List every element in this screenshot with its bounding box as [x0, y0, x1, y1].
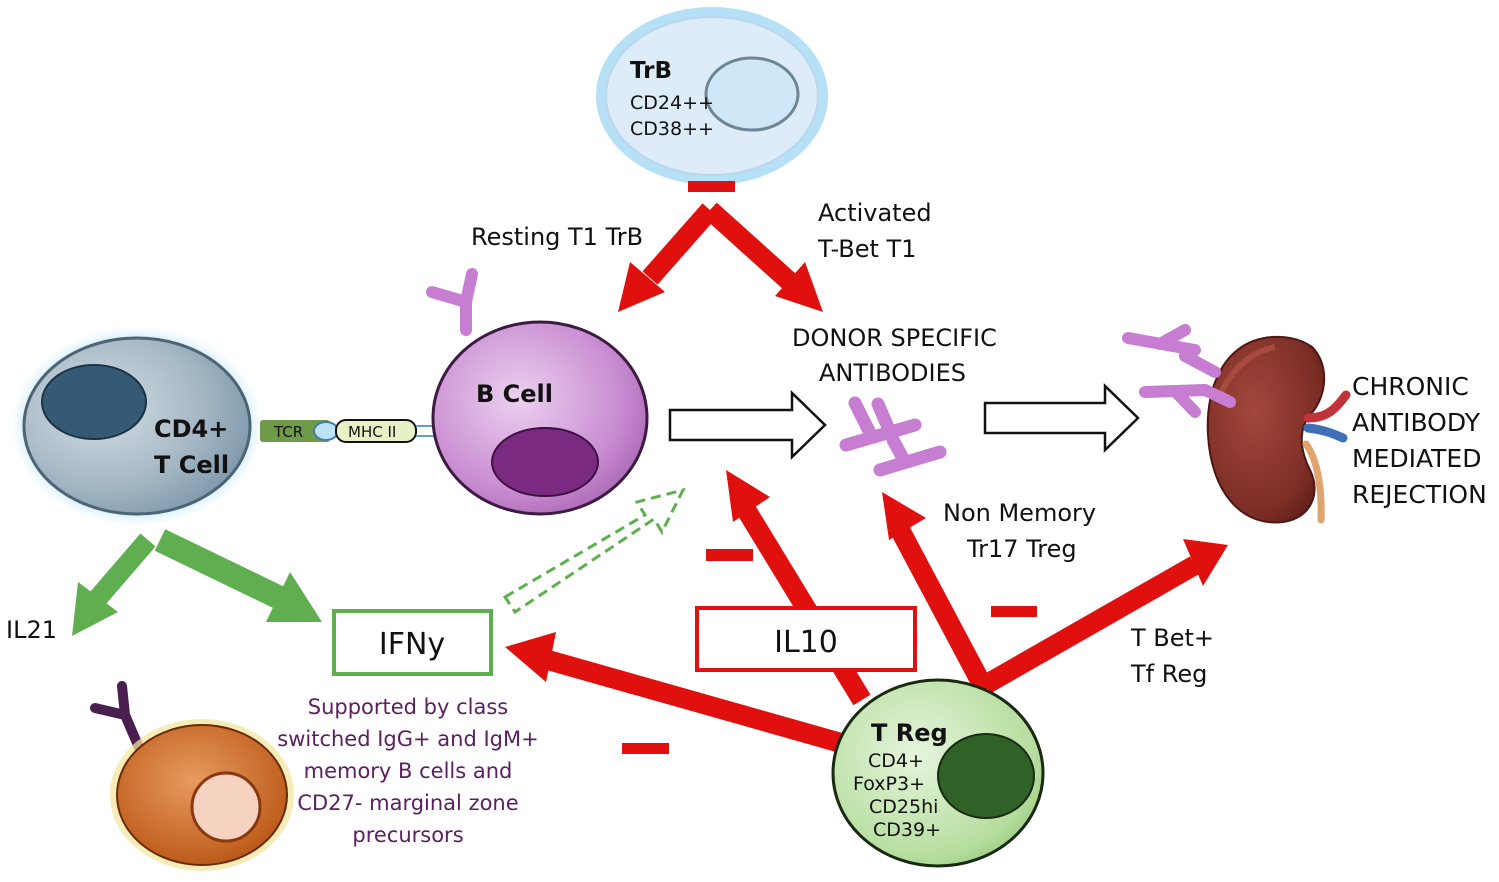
tcell-label-cd4: CD4+: [154, 415, 228, 443]
trb-inhibition-mark: [688, 181, 735, 192]
label-activated: Activated: [818, 199, 932, 227]
il10-label: IL10: [774, 625, 838, 660]
arrow-to-dsa-nonmemory: [882, 492, 926, 540]
rejection-line2: ANTIBODY: [1352, 408, 1481, 437]
rejection-line4: REJECTION: [1352, 480, 1487, 509]
trb-cell: TrB CD24++ CD38++: [596, 7, 828, 185]
trb-nucleus: [704, 56, 800, 132]
tcr-mhc-synapse: TCR MHC II: [260, 419, 436, 443]
label-dsa-line1: DONOR SPECIFIC: [792, 324, 997, 352]
support-text: Supported by class switched IgG+ and IgM…: [277, 695, 538, 847]
dsa-to-kidney-arrow: [983, 383, 1140, 453]
label-tbet: T Bet+: [1130, 624, 1214, 652]
tcell-label-tcell: T Cell: [154, 451, 229, 479]
arrow-to-ifny: [266, 572, 322, 622]
rejection-line1: CHRONIC: [1352, 372, 1469, 401]
tcr-label: TCR: [273, 423, 303, 441]
treg-title: T Reg: [871, 719, 948, 747]
bcell-label: B Cell: [476, 380, 553, 408]
il10-box: [695, 606, 917, 672]
inhibition-mark-il10: [706, 549, 753, 561]
dsa-antibodies-icon: [839, 396, 947, 477]
inhibition-mark-nonmemory: [991, 606, 1037, 617]
arrow-to-ifny-from-treg: [505, 632, 556, 682]
memory-b-antibody-icon: [90, 681, 145, 755]
rejection-label: CHRONIC ANTIBODY MEDIATED REJECTION: [1352, 372, 1487, 509]
bcell-nucleus: [491, 427, 599, 497]
label-resting-t1-trb: Resting T1 TrB: [471, 223, 643, 251]
arrow-to-dsa-from-treg: [726, 470, 770, 522]
ifny-label: IFNy: [379, 627, 445, 662]
treg-marker-foxp3: FoxP3+: [853, 773, 925, 795]
memory-b-cell: [90, 681, 294, 871]
treg-nucleus: [937, 733, 1035, 819]
label-dsa-line2: ANTIBODIES: [819, 359, 966, 387]
trb-marker-cd24: CD24++: [630, 92, 714, 114]
mhc-ii-label: MHC II: [348, 423, 396, 441]
label-il21: IL21: [6, 616, 57, 644]
treg-marker-cd4: CD4+: [868, 750, 924, 772]
support-line2: switched IgG+ and IgM+: [277, 727, 538, 751]
arrow-to-kidney-from-treg: [1183, 539, 1228, 586]
arrow-to-dsa: [775, 262, 823, 312]
support-line5: precursors: [352, 823, 463, 847]
b-cell: B Cell: [426, 268, 649, 516]
label-tf-reg: Tf Reg: [1130, 660, 1207, 688]
support-line3: memory B cells and: [304, 759, 513, 783]
treg-cell: T Reg CD4+ FoxP3+ CD25hi CD39+: [831, 678, 1045, 868]
trb-title: TrB: [630, 58, 672, 84]
trb-diverging-arrows: [618, 202, 823, 312]
kidney-icon: [1206, 335, 1351, 524]
trb-marker-cd38: CD38++: [630, 118, 714, 140]
treg-marker-cd39: CD39+: [873, 819, 941, 841]
ifny-box: [332, 609, 493, 676]
label-tbet-t1: T-Bet T1: [817, 235, 916, 263]
ifny-dashed-arrow: [502, 487, 686, 615]
bcell-to-dsa-arrow: [668, 390, 827, 460]
arrow-to-bcell: [618, 262, 665, 312]
cd4-t-cell: CD4+ T Cell: [11, 326, 263, 526]
support-line4: CD27- marginal zone: [297, 791, 518, 815]
treg-marker-cd25: CD25hi: [869, 796, 938, 818]
support-line1: Supported by class: [308, 695, 509, 719]
bcell-antibody-receptor-icon: [426, 268, 478, 336]
tcell-green-arrows: [72, 529, 322, 636]
label-tr17-treg: Tr17 Treg: [966, 535, 1077, 563]
tcr-receptor: [260, 420, 330, 442]
arrow-to-il21: [72, 582, 118, 636]
memory-b-nucleus: [190, 771, 262, 843]
tcell-nucleus: [41, 364, 147, 440]
mhc-ii-molecule: [335, 419, 417, 443]
treg-red-arrows: [505, 470, 1228, 755]
rejection-line3: MEDIATED: [1352, 444, 1481, 473]
kidney-antibodies-icon: [1122, 324, 1236, 418]
inhibition-mark-ifny: [622, 743, 669, 754]
peptide-antigen: [313, 421, 339, 441]
label-non-memory: Non Memory: [943, 499, 1096, 527]
